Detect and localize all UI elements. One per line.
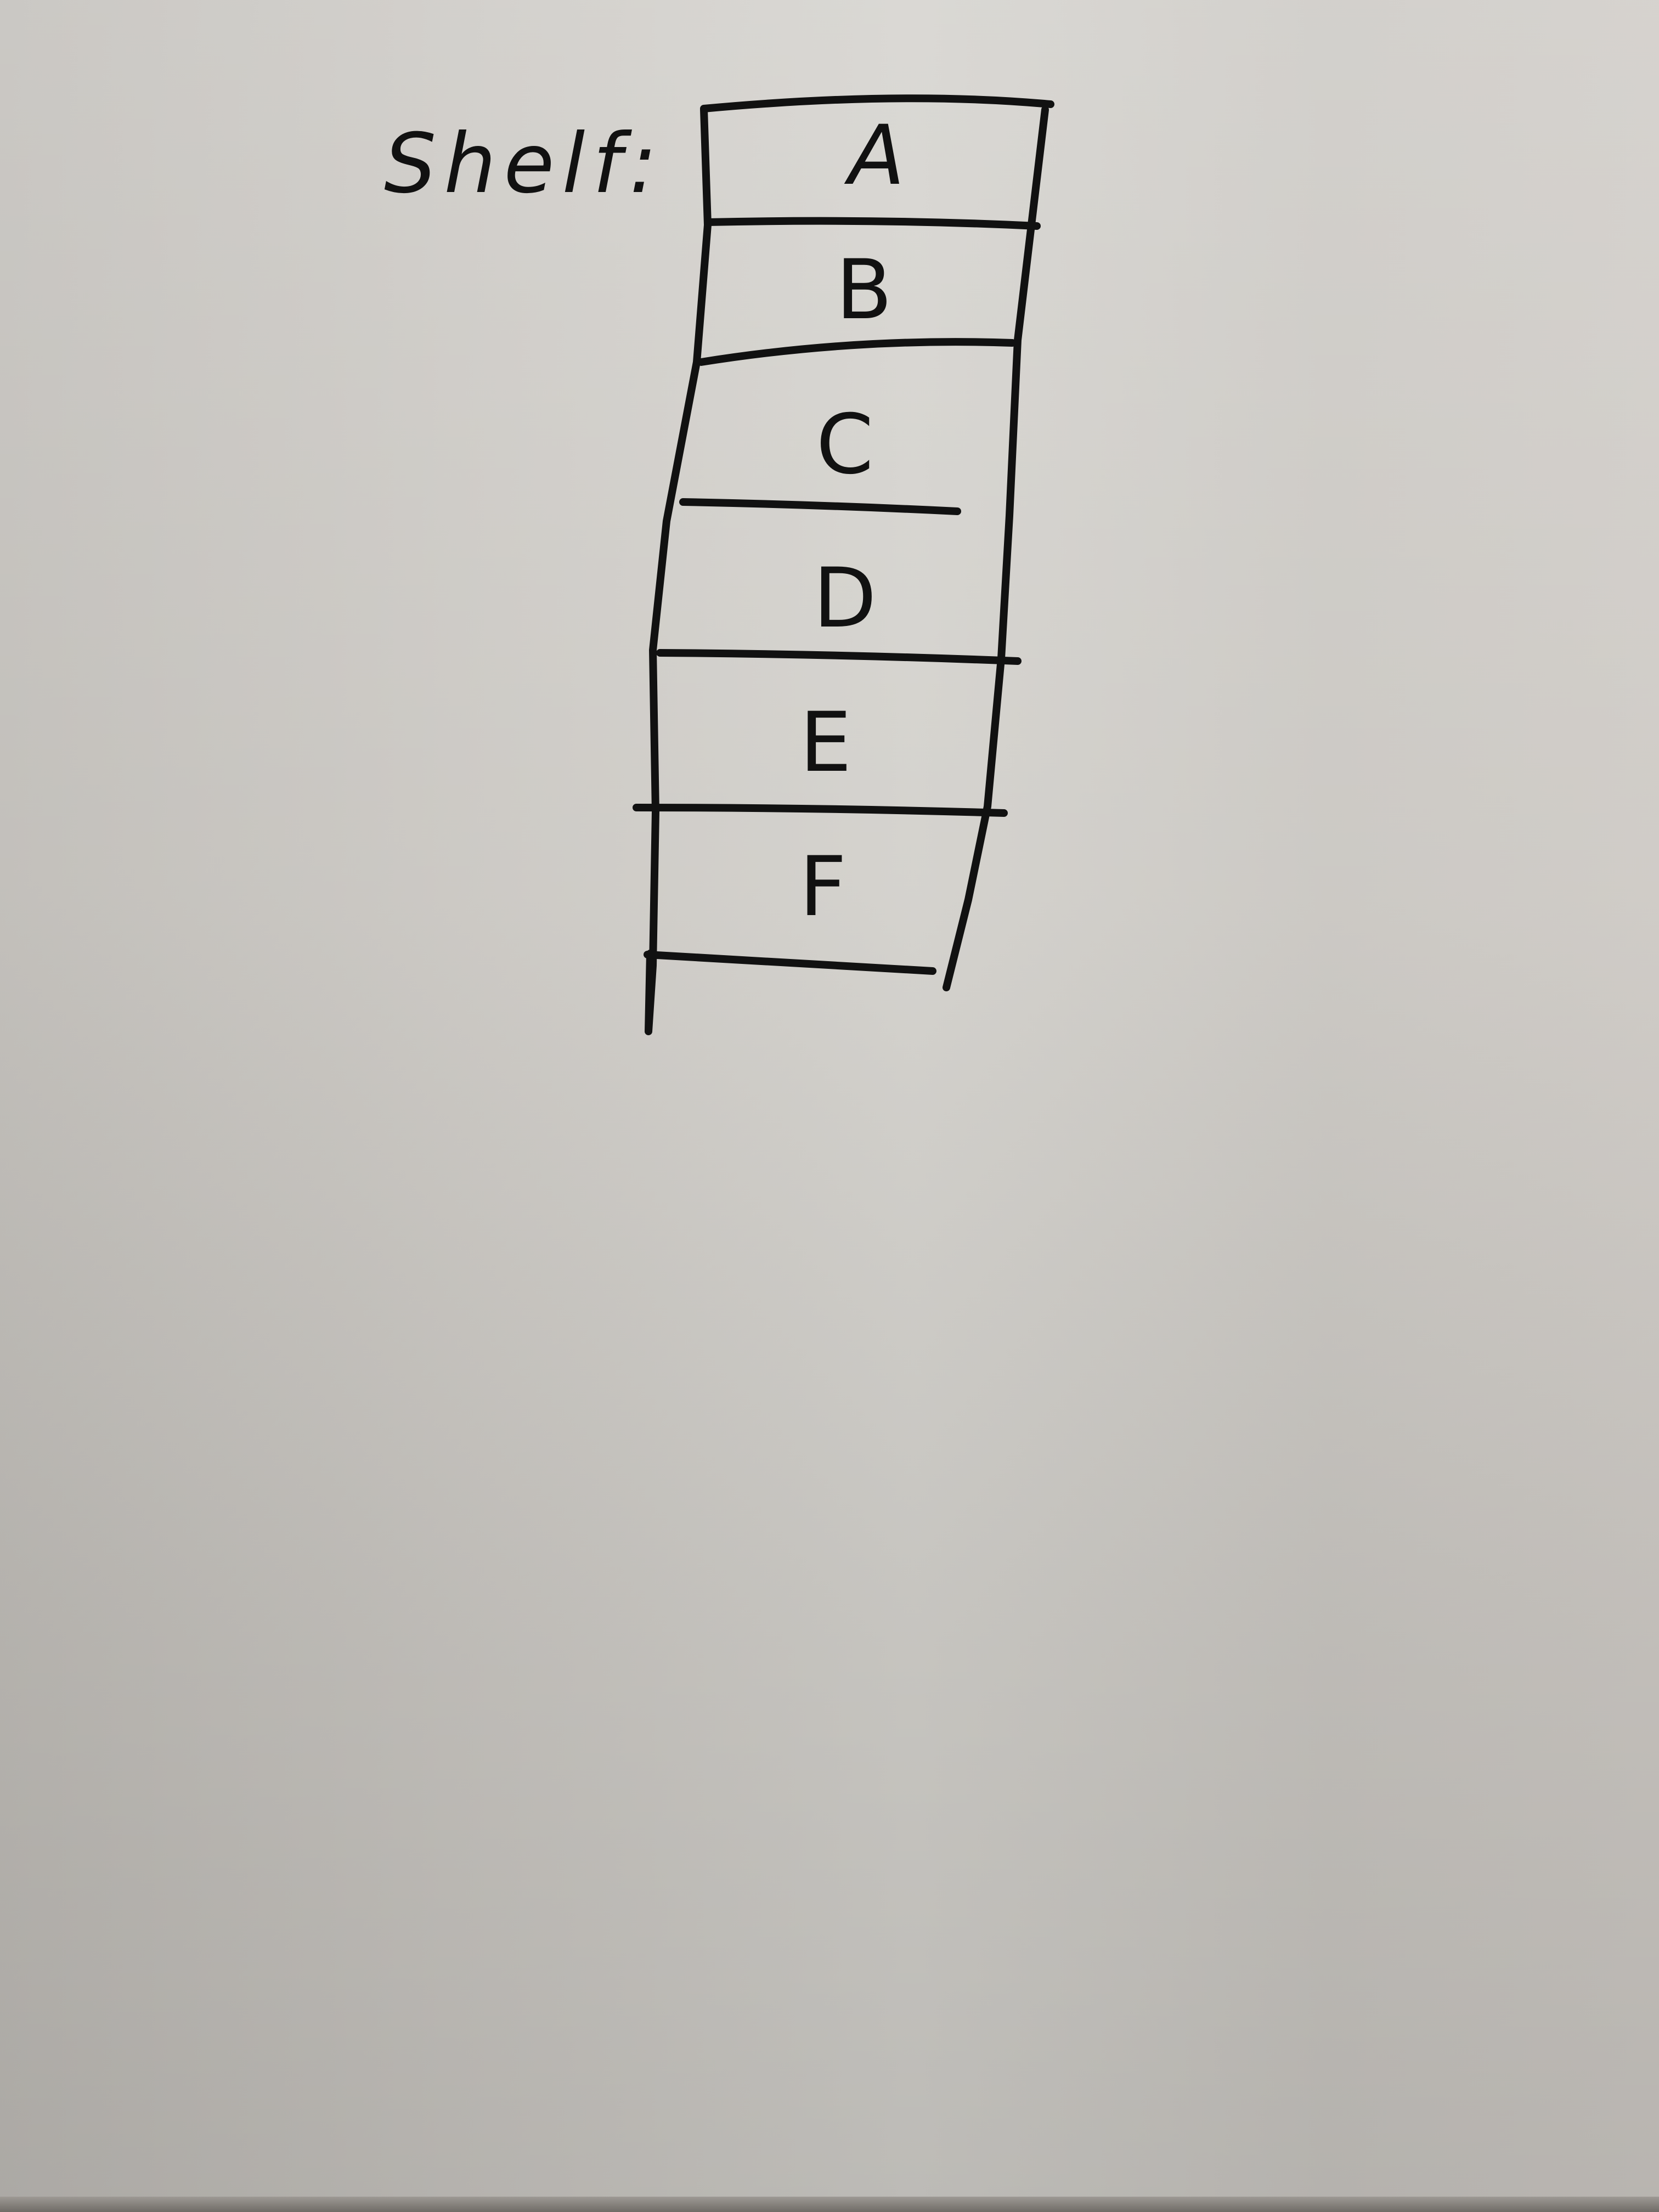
shelf-heading: Shelf: xyxy=(384,116,665,212)
shelf-divider-2 xyxy=(697,338,1016,366)
shelf-top-edge xyxy=(700,94,1054,112)
shelf-section-label: D xyxy=(813,551,877,646)
shelf-section-label: A xyxy=(844,108,905,204)
paper-bottom-edge xyxy=(0,2197,1659,2212)
shelf-divider-4 xyxy=(656,649,1022,665)
shelf-bottom-edge xyxy=(644,951,936,975)
shelf-left-side xyxy=(645,106,712,1035)
shelf-divider-3 xyxy=(679,498,961,515)
shelf-section-label: E xyxy=(800,695,852,791)
shelf-outline xyxy=(633,94,1054,1035)
shelf-section-labels: A B C D E F xyxy=(799,108,905,935)
shelf-right-side xyxy=(943,106,1049,991)
shelf-section-label: C xyxy=(816,397,874,493)
shelf-section-label: B xyxy=(836,242,893,338)
shelf-section-label: F xyxy=(799,839,847,935)
shelf-divider-5 xyxy=(633,804,1008,817)
shelf-divider-1 xyxy=(704,217,1041,230)
